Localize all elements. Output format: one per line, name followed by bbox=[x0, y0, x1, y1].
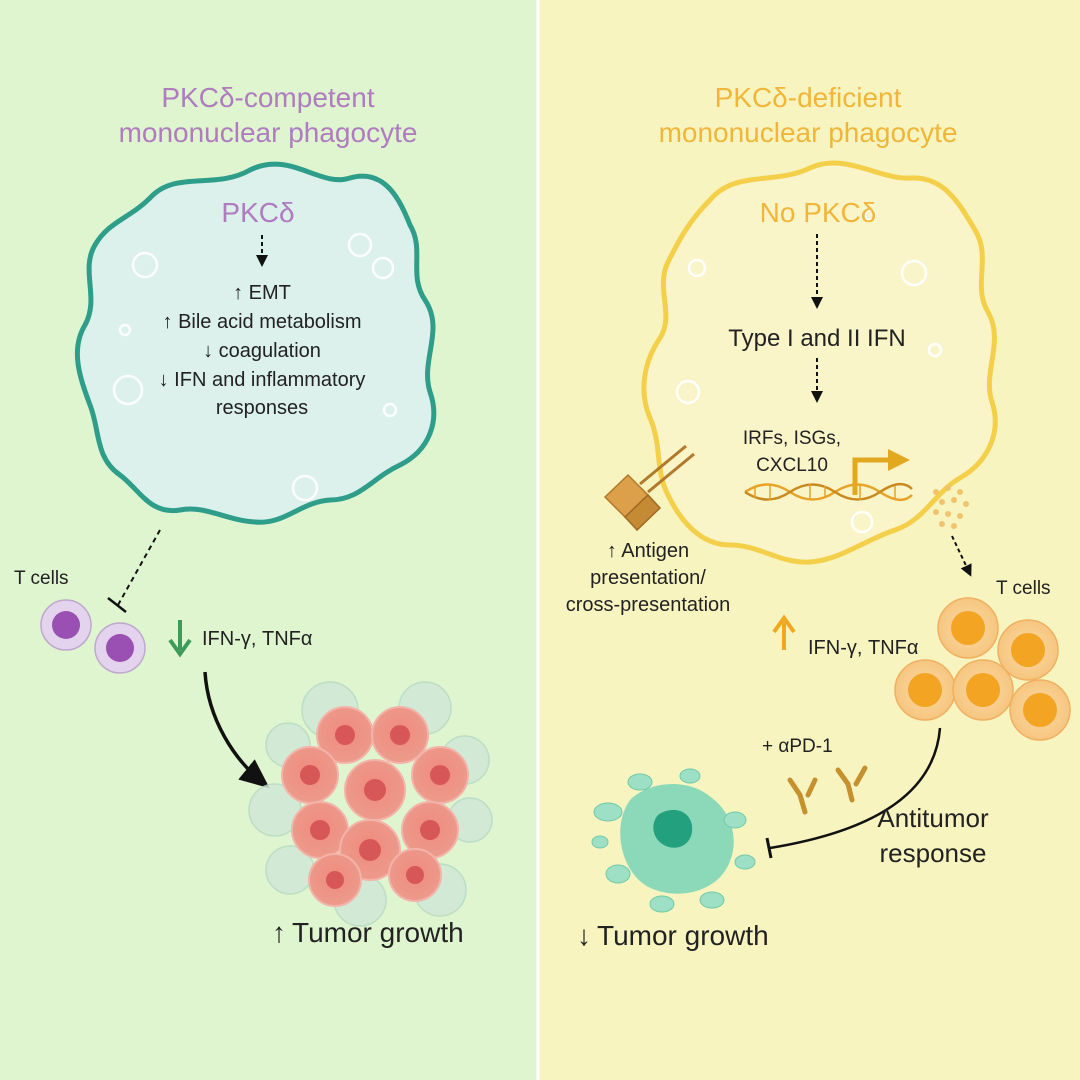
left-effect-4: ↓ IFN and inflammatory bbox=[159, 369, 366, 391]
mhc-molecule-icon bbox=[603, 444, 695, 532]
antitumor-inhibition-curve bbox=[769, 727, 942, 850]
right-outcome: Tumor growth bbox=[597, 920, 769, 951]
secreted-chemokine-dots bbox=[933, 485, 969, 529]
chemokine-to-tcells-arrow bbox=[951, 535, 972, 577]
right-genes-line1: IRFs, ISGs, bbox=[743, 428, 841, 449]
tumor-mass bbox=[248, 681, 493, 927]
competent-phagocyte-cell bbox=[74, 161, 437, 525]
left-t-cells bbox=[40, 599, 146, 674]
left-effect-3: ↓ coagulation bbox=[203, 340, 321, 362]
right-tcells-label: T cells bbox=[996, 578, 1051, 599]
response-line1: Antitumor bbox=[877, 803, 989, 833]
response-line2: response bbox=[880, 838, 987, 868]
dna-helix-icon bbox=[744, 482, 913, 502]
antigen-line3: cross-presentation bbox=[566, 594, 731, 616]
right-cytokines: IFN-γ, TNFα bbox=[808, 637, 918, 659]
green-down-arrow-icon bbox=[168, 620, 192, 658]
right-title-line1: PKCδ-deficient bbox=[715, 82, 902, 113]
left-effect-2: ↑ Bile acid metabolism bbox=[163, 311, 362, 333]
right-cell-label: No PKCδ bbox=[760, 197, 877, 228]
left-title-line1: PKCδ-competent bbox=[161, 82, 374, 113]
right-title-line2: mononuclear phagocyte bbox=[659, 117, 958, 148]
left-effect-1: ↑ EMT bbox=[233, 282, 291, 304]
right-outcome-arrow: ↓ bbox=[577, 920, 591, 951]
right-t-cells bbox=[894, 597, 1071, 741]
right-ifn-label: Type I and II IFN bbox=[728, 325, 905, 352]
antibody-icons bbox=[787, 765, 868, 815]
left-outcome: Tumor growth bbox=[292, 917, 464, 948]
right-genes-line2: CXCL10 bbox=[756, 455, 828, 476]
left-tcells-label: T cells bbox=[14, 568, 69, 589]
left-title-line2: mononuclear phagocyte bbox=[119, 117, 418, 148]
antitumor-inhibition-bar bbox=[765, 837, 773, 859]
treatment-label: + αPD-1 bbox=[762, 736, 833, 757]
left-effect-5: responses bbox=[216, 397, 308, 419]
dying-tumor bbox=[591, 768, 756, 913]
cell-vesicles-right bbox=[675, 208, 943, 534]
left-cytokines: IFN-γ, TNFα bbox=[202, 628, 312, 650]
inhibition-bar bbox=[107, 597, 127, 613]
orange-up-arrow-icon bbox=[772, 614, 796, 650]
cell-vesicles bbox=[112, 232, 398, 502]
curved-arrow-to-tumor bbox=[203, 671, 270, 789]
antigen-line1: ↑ Antigen bbox=[607, 540, 689, 562]
antigen-line2: presentation/ bbox=[590, 567, 706, 589]
left-cell-label: PKCδ bbox=[221, 197, 294, 228]
left-outcome-arrow: ↑ bbox=[272, 917, 286, 948]
